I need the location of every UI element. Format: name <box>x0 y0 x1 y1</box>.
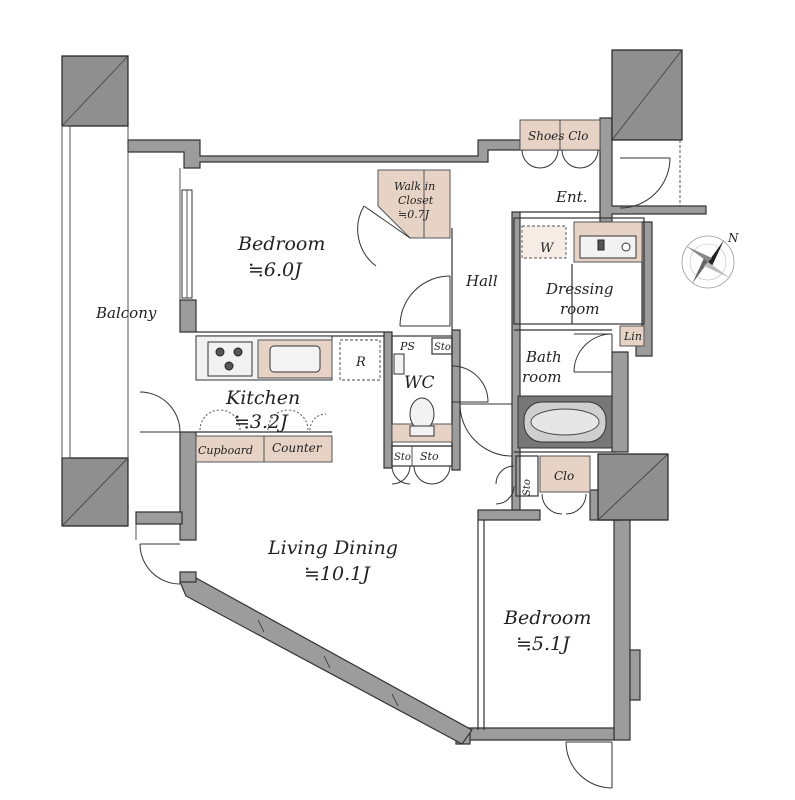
cupboard-label: Cupboard <box>198 444 253 457</box>
pillars <box>61 49 683 527</box>
bedroom-main-name: Bedroom <box>237 233 325 255</box>
linen-label: Lin <box>623 330 642 343</box>
living-dining-name: Living Dining <box>267 537 398 559</box>
shoes-closet-label: Shoes Clo <box>528 129 589 143</box>
storage-small-label: Sto <box>434 342 451 353</box>
walk-in-closet-line1: Walk in <box>394 180 435 193</box>
bath-room-line1: Bath <box>525 348 562 366</box>
kitchen-fixtures <box>195 339 333 463</box>
wc-storage-left-label: Sto <box>394 452 411 463</box>
refrigerator-label: R <box>355 355 366 370</box>
dressing-room-line1: Dressing <box>545 280 614 298</box>
wc-label: WC <box>404 373 434 393</box>
bedroom-main-size: ≒6.0J <box>248 259 303 281</box>
walk-in-closet-line2: Closet <box>398 194 434 207</box>
pipe-space-label: PS <box>399 340 415 353</box>
room-labels: Balcony Bedroom ≒6.0J Walk in Closet ≒0.… <box>95 129 642 655</box>
balcony-label: Balcony <box>95 304 157 322</box>
outer-walls <box>127 117 707 745</box>
hall-label: Hall <box>465 272 498 290</box>
compass-north-label: N <box>727 231 739 245</box>
second-bedroom-closet <box>515 455 591 497</box>
kitchen-name: Kitchen <box>225 387 300 409</box>
wc-fixtures <box>391 335 453 467</box>
storage-side-label: Sto <box>522 479 533 496</box>
kitchen-size: ≒3.2J <box>234 411 289 433</box>
washer-label: W <box>540 241 555 256</box>
entrance-label: Ent. <box>555 188 587 206</box>
bath-room-line2: room <box>522 368 561 386</box>
dressing-fixtures <box>521 221 645 347</box>
bedroom-second-size: ≒5.1J <box>516 633 571 655</box>
balcony <box>61 125 193 540</box>
living-dining-size: ≒10.1J <box>304 563 371 585</box>
wc-storage-right-label: Sto <box>420 450 439 463</box>
bedroom-second-name: Bedroom <box>503 607 591 629</box>
dressing-room-line2: room <box>560 300 599 318</box>
compass: N <box>681 231 739 289</box>
walk-in-closet-size: ≒0.7J <box>398 208 430 221</box>
closet-label: Clo <box>554 469 574 483</box>
window-mullions <box>257 619 399 707</box>
shoes-closet <box>519 119 601 151</box>
doors <box>139 140 681 789</box>
walk-in-closet <box>377 169 451 239</box>
bath-tub <box>517 395 613 449</box>
counter-label: Counter <box>272 441 323 455</box>
